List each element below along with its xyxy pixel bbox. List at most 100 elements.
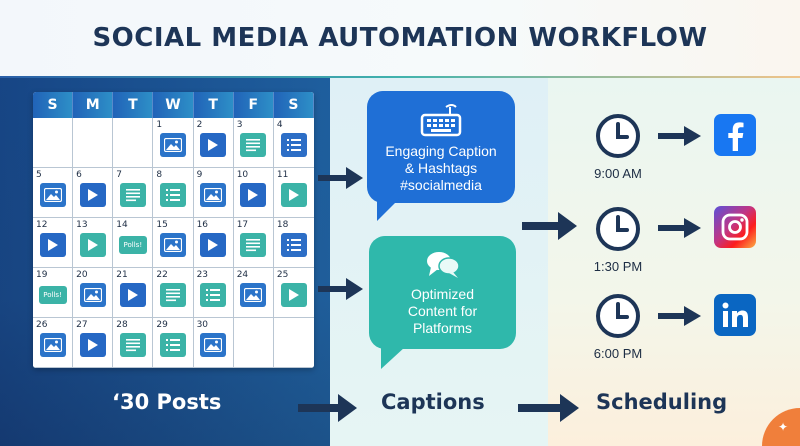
optimized-line-3: Platforms <box>412 320 473 336</box>
calendar-day-cell <box>233 318 274 368</box>
day-number: 2 <box>196 120 203 130</box>
day-number: 9 <box>196 170 203 180</box>
video-post-icon <box>240 183 267 207</box>
calendar-day-cell: 26 <box>33 318 74 368</box>
calendar-day-cell: 22 <box>153 268 194 318</box>
optimized-line-2: Content for <box>407 303 478 319</box>
day-number: 14 <box>116 220 128 230</box>
stage-scheduling-label: Scheduling <box>596 390 728 414</box>
instagram-icon <box>714 206 756 248</box>
calendar-day-cell: 20 <box>73 268 114 318</box>
weekday-label: S <box>273 92 314 118</box>
calendar-day-cell: 6 <box>73 168 114 218</box>
sparkle-icon: ✦ <box>778 420 789 434</box>
time-to-instagram-arrow <box>658 218 701 238</box>
calendar-day-cell: 11 <box>273 168 314 218</box>
image-post-icon <box>39 183 66 207</box>
calendar-day-cell <box>273 318 314 368</box>
calendar-day-cell: 17 <box>233 218 274 268</box>
day-number: 20 <box>76 270 88 280</box>
poll-post-icon: Polls! <box>38 286 67 304</box>
caption-bubble: Engaging Caption & Hashtags #socialmedia <box>367 91 515 221</box>
calendar-to-optimized-arrow <box>318 278 363 300</box>
caption-line-3: #socialmedia <box>400 177 482 193</box>
calendar-day-cell: 15 <box>153 218 194 268</box>
day-number: 28 <box>116 320 128 330</box>
calendar-day-cell: 16 <box>193 218 234 268</box>
calendar-day-cell: 30 <box>193 318 234 368</box>
calendar-day-cell: 1 <box>153 118 194 168</box>
image-post-icon <box>240 283 267 307</box>
calendar-day-cell: 4 <box>273 118 314 168</box>
day-number: 1 <box>156 120 163 130</box>
calendar-day-cell: 25 <box>273 268 314 318</box>
stage-captions-label: Captions <box>381 390 485 414</box>
calendar-day-cell: 10 <box>233 168 274 218</box>
optimized-bubble-text: Optimized Content for Platforms <box>369 286 516 337</box>
text-post-icon <box>119 183 146 207</box>
posts-to-captions-arrow <box>298 394 357 422</box>
day-number: 6 <box>76 170 82 180</box>
video-post-icon <box>79 233 106 257</box>
day-number: 3 <box>236 120 243 130</box>
scheduling-panel <box>548 78 800 446</box>
list-post-icon <box>200 283 227 307</box>
stage-posts-label: ‘30 Posts <box>112 390 222 414</box>
day-number: 24 <box>236 270 249 280</box>
video-post-icon <box>79 183 106 207</box>
day-number: 30 <box>196 320 209 330</box>
calendar-day-cell: 18 <box>273 218 314 268</box>
caption-bubble-text: Engaging Caption & Hashtags #socialmedia <box>367 143 515 194</box>
calendar-day-cell: 8 <box>153 168 194 218</box>
calendar-day-cell <box>113 118 154 168</box>
day-number: 27 <box>76 320 88 330</box>
video-post-icon <box>280 283 307 307</box>
day-number: 21 <box>116 270 128 280</box>
day-number: 16 <box>196 220 209 230</box>
day-number: 12 <box>36 220 48 230</box>
image-post-icon <box>159 133 186 157</box>
day-number: 13 <box>76 220 88 230</box>
caption-line-2: & Hashtags <box>404 160 478 176</box>
video-post-icon <box>79 333 106 357</box>
day-number: 7 <box>116 170 123 180</box>
calendar-day-cell <box>73 118 114 168</box>
clock-icon <box>596 207 640 251</box>
calendar-day-cell: 2 <box>193 118 234 168</box>
title-divider <box>0 76 800 78</box>
optimized-line-1: Optimized <box>410 286 475 302</box>
calendar-day-cell: 3 <box>233 118 274 168</box>
day-number: 5 <box>36 170 42 180</box>
calendar-day-cell: 7 <box>113 168 154 218</box>
day-number: 29 <box>156 320 168 330</box>
day-number: 19 <box>36 270 48 280</box>
schedule-time-1: 9:00 AM <box>594 166 642 181</box>
calendar-day-cell: 23 <box>193 268 234 318</box>
calendar-day-cell: 28 <box>113 318 154 368</box>
weekday-label: W <box>153 92 194 118</box>
day-number: 26 <box>36 320 48 330</box>
day-number: 10 <box>236 170 249 180</box>
time-to-linkedin-arrow <box>658 306 701 326</box>
text-post-icon <box>119 333 146 357</box>
facebook-icon <box>714 114 756 156</box>
video-post-icon <box>200 233 227 257</box>
day-number: 8 <box>156 170 163 180</box>
calendar-day-cell: 29 <box>153 318 194 368</box>
calendar-day-cell: 9 <box>193 168 234 218</box>
weekday-label: F <box>233 92 274 118</box>
list-post-icon <box>159 183 186 207</box>
clock-icon <box>596 294 640 338</box>
video-post-icon <box>119 283 146 307</box>
weekday-label: T <box>113 92 154 118</box>
calendar-day-cell: 13 <box>73 218 114 268</box>
captions-to-schedule-arrow <box>522 212 577 240</box>
weekday-label: S <box>33 92 74 118</box>
image-post-icon <box>39 333 66 357</box>
calendar-day-cell: 5 <box>33 168 74 218</box>
text-post-icon <box>159 283 186 307</box>
chat-bubbles-icon <box>426 252 460 278</box>
